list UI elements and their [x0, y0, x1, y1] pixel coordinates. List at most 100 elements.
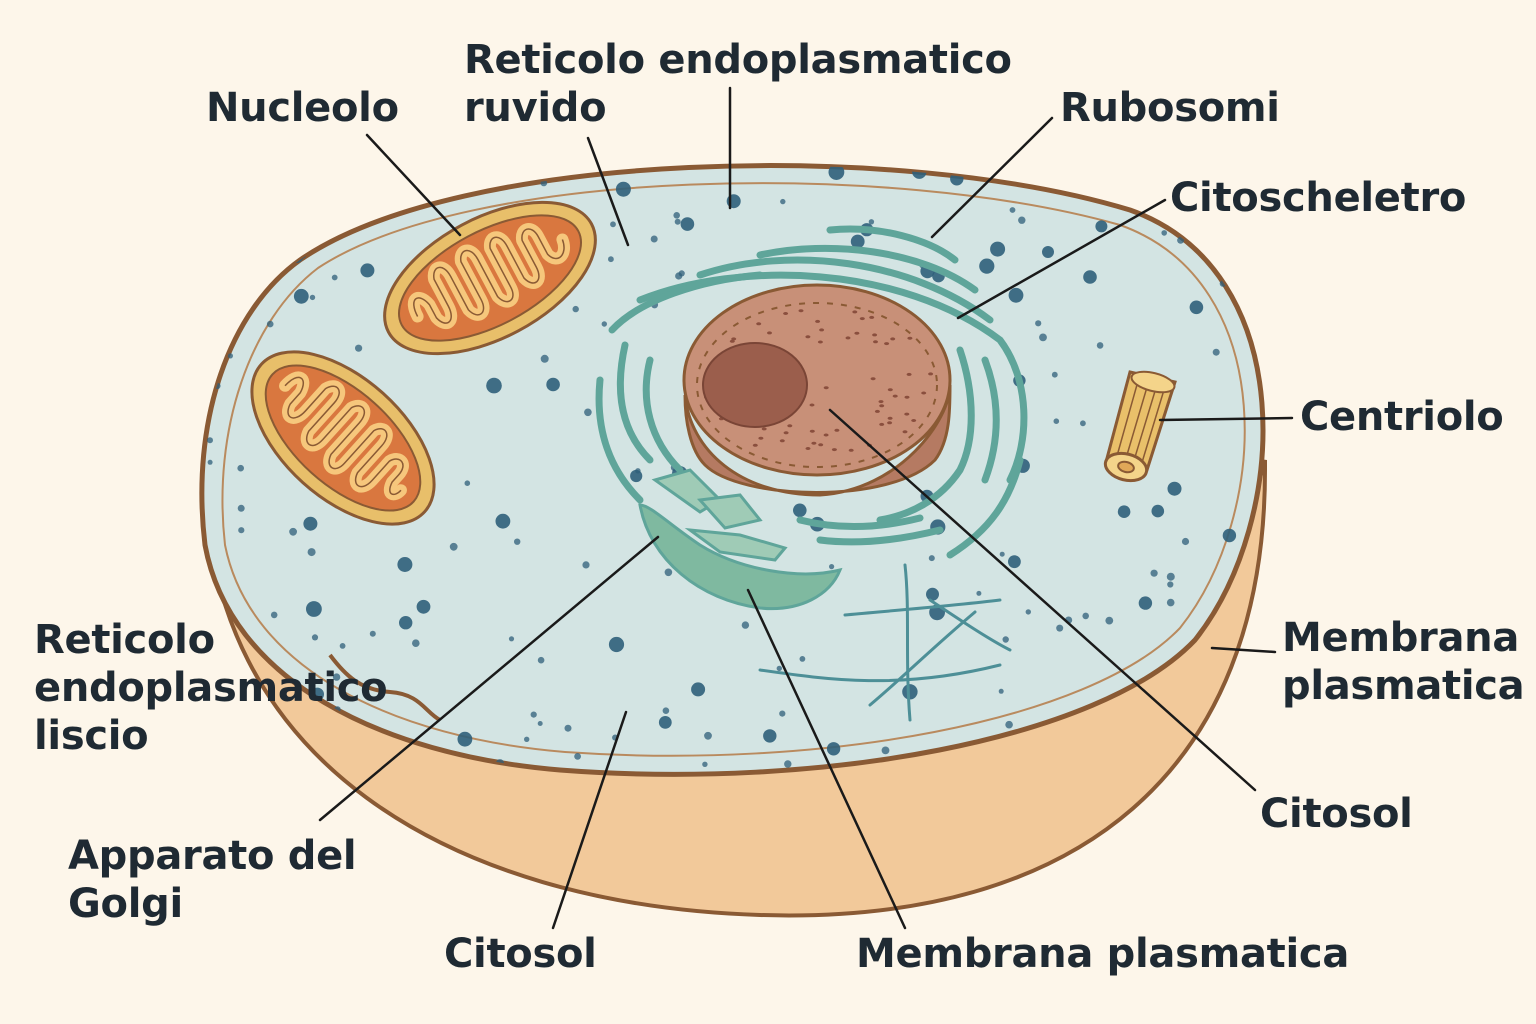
ribosome-dot [301, 760, 309, 769]
ribosome-dot [227, 353, 233, 359]
ribosome-dot [266, 320, 274, 328]
leader-lines [318, 86, 1294, 930]
nucleus [682, 283, 952, 497]
label-centriolo: Centriolo [1300, 394, 1504, 440]
ribosome-dot [564, 724, 572, 732]
ribosome-dot [691, 682, 706, 697]
chromatin-speckle [729, 339, 735, 343]
chromatin-speckle [852, 310, 858, 314]
ribosome-dot [1138, 596, 1153, 610]
ribosome-dot [457, 731, 473, 747]
leader-rer [586, 136, 630, 247]
ribosome-dot [662, 707, 670, 714]
ribosome-dot [1167, 481, 1182, 496]
chromatin-speckle [823, 386, 829, 390]
ribosome-dot [673, 212, 680, 219]
chromatin-speckle [911, 419, 917, 422]
smooth-er-notch [328, 653, 442, 722]
chromatin-speckle [805, 447, 811, 450]
membrane-rim [221, 182, 1246, 757]
ribosome-dot [537, 656, 545, 664]
label-reticolo-endoplasmatico-liscio: Reticolo endoplasmatico liscio [34, 617, 388, 759]
chromatin-speckle [907, 336, 913, 340]
chromatin-speckle [902, 430, 908, 434]
chromatin-speckle [879, 404, 885, 408]
ribosome-dot [238, 527, 245, 534]
ribosome-dot [680, 217, 695, 231]
ribosome-dot [1105, 616, 1114, 625]
label-membrana-plasmatica-right: Membrana plasmatica [1282, 615, 1525, 709]
ribosome-dot [1151, 504, 1165, 518]
ribosome-dot [829, 564, 835, 570]
ribosome-dot [658, 716, 672, 729]
ribosome-dot [1035, 320, 1042, 327]
ribosome-dot [1083, 270, 1097, 284]
ribosome-dot [230, 289, 246, 306]
chromatin-speckle [873, 340, 878, 344]
ribosome-dot [217, 176, 233, 192]
ribosome-dot [360, 263, 375, 278]
centriole [1103, 370, 1177, 483]
rough-er [595, 225, 1028, 559]
leader-golgi [318, 535, 660, 822]
chromatin-speckle [831, 448, 837, 452]
ribosome-dot [495, 513, 511, 529]
chromatin-speckle [887, 421, 893, 425]
ribosome-dot [537, 721, 543, 726]
ribosome-dot [902, 684, 918, 700]
ribosome-dot [392, 196, 401, 204]
chromatin-speckle [805, 335, 811, 339]
ribosome-dot [546, 377, 560, 392]
ribosome-dot [650, 235, 658, 243]
ribosome-dot [514, 538, 521, 545]
leader-nucleolo [365, 133, 462, 237]
cytoskeleton-filaments [758, 563, 1012, 722]
ribosome-dot [601, 321, 607, 327]
ribosome-dot [416, 599, 431, 614]
ribosome-dot [998, 688, 1004, 694]
ribosome-dot [1095, 220, 1108, 233]
ribosome-dot [635, 468, 641, 474]
ribosome-dot [793, 503, 807, 518]
ribosome-dot [524, 736, 530, 742]
ribosome-dot [1018, 216, 1026, 224]
chromatin-speckle [890, 337, 896, 341]
ribosome-dot [881, 746, 890, 755]
ribosome-dot [397, 557, 413, 572]
chromatin-speckle [819, 328, 825, 332]
ribosome-dot [270, 611, 278, 619]
ribosome-dot [1109, 184, 1115, 191]
label-ribosomi: Rubosomi [1060, 85, 1280, 131]
chromatin-speckle [854, 331, 860, 335]
ribosome-dot [530, 711, 537, 718]
label-membrana-plasmatica-bottom: Membrana plasmatica [856, 931, 1350, 977]
chromatin-speckle [752, 443, 758, 447]
ribosome-dot [1189, 300, 1204, 315]
ribosome-dot [1161, 230, 1167, 236]
ribosome-dot [1181, 537, 1190, 546]
ribosome-dot [990, 241, 1006, 257]
chromatin-speckle [817, 340, 823, 344]
chromatin-speckle [783, 431, 789, 435]
ribosome-dot [928, 555, 935, 562]
ribosome-dot [1117, 505, 1131, 518]
ribosome-dot [307, 548, 316, 557]
leader-citosol-right [828, 408, 1257, 792]
ribosome-dot [1051, 371, 1058, 378]
mitochondrion-top [383, 200, 597, 356]
chromatin-speckle [815, 319, 821, 323]
ribosome-dot [572, 305, 579, 313]
ribosome-dot [574, 753, 581, 760]
label-citoscheletro: Citoscheletro [1170, 175, 1467, 221]
ribosome-dot [1096, 342, 1104, 349]
ribosome-dot [704, 731, 712, 740]
ribosome-dot [1150, 569, 1158, 577]
chromatin-speckle [834, 428, 840, 432]
chromatin-speckle [878, 400, 884, 404]
ribosome-dot [584, 408, 592, 417]
ribosome-dot [1229, 699, 1243, 713]
ribosome-dot [1008, 287, 1024, 303]
ribosome-dot [799, 656, 806, 662]
ribosome-dot [828, 165, 845, 181]
